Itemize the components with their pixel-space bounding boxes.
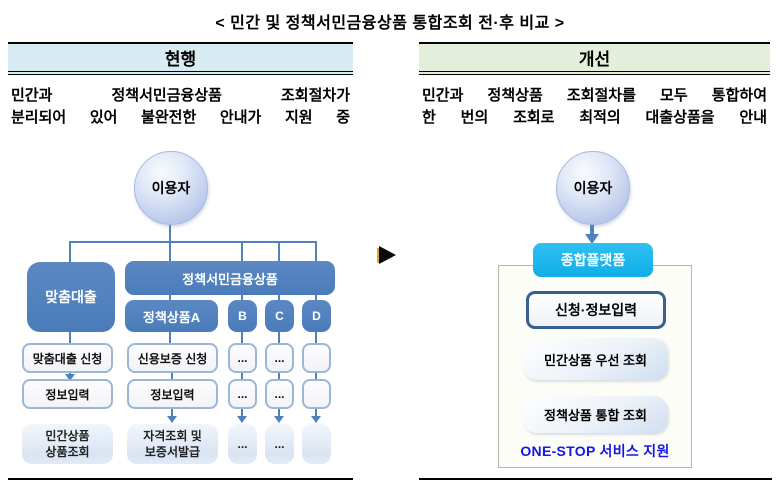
step-input-c: ... xyxy=(265,379,294,409)
onestop-service-label: ONE-STOP 서비스 지원 xyxy=(520,443,670,459)
step-private-product-search-line2: 상품조회 xyxy=(45,445,90,459)
current-header: 현행 xyxy=(8,42,353,75)
node-policy-product-c: C xyxy=(265,300,294,332)
connector-line xyxy=(169,222,171,242)
step-eligibility-guarantee: 자격조회 및 보증서발급 xyxy=(127,424,218,464)
connector-line xyxy=(171,372,173,380)
connector-line xyxy=(278,408,280,417)
step-result-c: ... xyxy=(265,424,294,464)
connector-line xyxy=(241,408,243,417)
figure-title: < 민간 및 정책서민금융상품 통합조회 전·후 비교 > xyxy=(215,15,565,32)
current-description: 민간과 정책서민금융상품 조회절차가 분리되어 있어 불완전한 안내가 지원 중 xyxy=(8,85,353,129)
connector-line xyxy=(315,408,317,417)
connector-line xyxy=(590,224,594,235)
step-apply-info-entry: 신청·정보입력 xyxy=(526,291,666,329)
step-private-first-search: 민간상품 우선 조회 xyxy=(523,338,668,380)
compare-arrow-edge xyxy=(377,248,379,263)
step-input-b: ... xyxy=(228,379,257,409)
user-circle-current: 이용자 xyxy=(134,151,208,225)
step-apply-b: ... xyxy=(228,343,257,373)
node-policy-products-group: 정책서민금융상품 xyxy=(125,261,335,295)
step-apply-d xyxy=(302,343,331,373)
connector-line xyxy=(171,408,173,417)
down-arrow-icon xyxy=(585,234,599,244)
connector-line xyxy=(241,372,243,380)
step-eligibility-guarantee-line1: 자격조회 및 xyxy=(143,429,202,443)
step-custom-loan-apply: 맞춤대출 신청 xyxy=(22,343,113,373)
current-bottom-rule xyxy=(8,478,353,480)
node-policy-product-d: D xyxy=(302,300,331,332)
step-private-product-search-line1: 민간상품 xyxy=(45,429,90,443)
step-policy-integrated-search: 정책상품 통합 조회 xyxy=(523,396,668,433)
down-arrow-icon xyxy=(167,416,177,423)
step-apply-c: ... xyxy=(265,343,294,373)
improved-header: 개선 xyxy=(419,42,770,75)
integrated-platform-box: 종합플랫폼 xyxy=(533,243,653,277)
down-arrow-icon xyxy=(274,416,284,423)
current-description-line1: 민간과 정책서민금융상품 조회절차가 xyxy=(11,87,350,104)
down-arrow-icon xyxy=(65,374,75,381)
improved-description: 민간과 정책상품 조회절차를 모두 통합하여 한 번의 조회로 최적의 대출상품… xyxy=(419,85,770,129)
down-arrow-icon xyxy=(237,416,247,423)
step-eligibility-guarantee-line2: 보증서발급 xyxy=(144,445,201,459)
step-private-product-search: 민간상품 상품조회 xyxy=(22,424,113,464)
connector-line xyxy=(69,241,317,243)
current-description-line2: 분리되어 있어 불완전한 안내가 지원 중 xyxy=(11,109,350,126)
step-info-entry-policy: 정보입력 xyxy=(127,379,218,409)
node-custom-loan: 맞춤대출 xyxy=(27,262,115,332)
down-arrow-icon xyxy=(311,416,321,423)
improved-description-line2: 한 번의 조회로 최적의 대출상품을 안내 xyxy=(422,109,767,126)
connector-line xyxy=(315,372,317,380)
step-result-d xyxy=(302,424,331,464)
step-input-d xyxy=(302,379,331,409)
improved-bottom-rule xyxy=(419,478,772,480)
step-info-entry-custom: 정보입력 xyxy=(22,379,113,409)
node-policy-product-b: B xyxy=(228,300,257,332)
improved-description-line1: 민간과 정책상품 조회절차를 모두 통합하여 xyxy=(422,87,767,104)
compare-arrow-icon xyxy=(379,246,396,264)
user-circle-improved: 이용자 xyxy=(556,151,630,225)
step-result-b: ... xyxy=(228,424,257,464)
step-credit-guarantee-apply: 신용보증 신청 xyxy=(127,343,218,373)
node-policy-product-a: 정책상품A xyxy=(125,300,218,332)
connector-line xyxy=(278,372,280,380)
